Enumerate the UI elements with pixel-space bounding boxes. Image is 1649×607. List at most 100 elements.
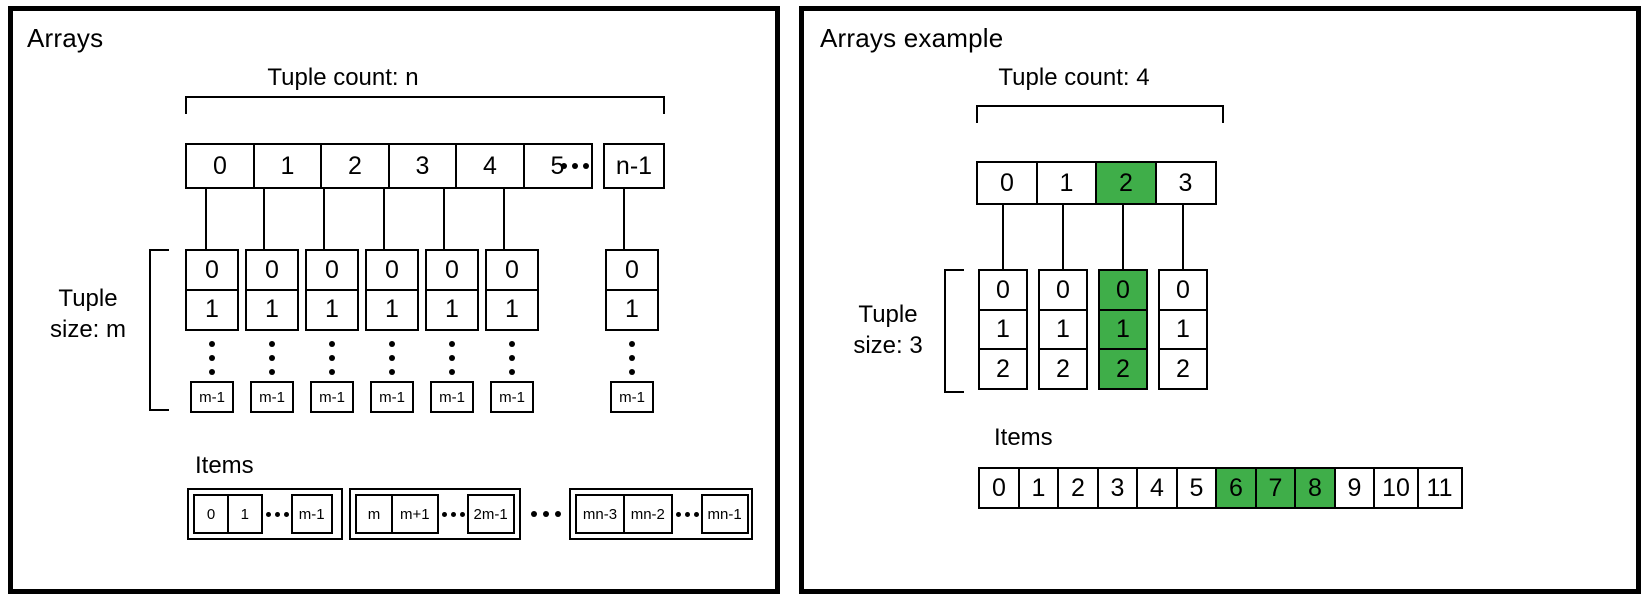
connector-line	[1182, 205, 1184, 269]
tuple-column: 0 1 2	[978, 269, 1028, 390]
tuple-column-highlighted: 0 1 2	[1098, 269, 1148, 390]
items-row-right: 0 1 2 3 4 5 6 7 8 9 10 11	[978, 467, 1463, 509]
index-cell-last: n-1	[603, 143, 665, 189]
tuple-size-label-left: Tuple size: m	[33, 283, 143, 345]
tuple-size-label-right: Tuple size: 3	[828, 299, 948, 361]
tuple-cell: 2	[1158, 348, 1208, 390]
item-cell-highlighted: 7	[1254, 467, 1297, 509]
tuple-cell: 0	[605, 249, 659, 291]
tuple-cell: 2	[1038, 348, 1088, 390]
tuple-cell-last: m-1	[430, 381, 474, 413]
tuple-cell: 1	[485, 288, 539, 331]
item-group-inner: 0 1 m-1	[193, 494, 333, 534]
tuple-cell: 0	[245, 249, 299, 291]
index-cell: 4	[455, 143, 525, 189]
tuple-cell-last: m-1	[610, 381, 654, 413]
tuple-column: 0 1 2	[1038, 269, 1088, 390]
item-cell: 0	[193, 494, 229, 534]
tuple-cell-last: m-1	[310, 381, 354, 413]
tuple-cell-last: m-1	[250, 381, 294, 413]
tuple-cell: 0	[1158, 269, 1208, 311]
tuple-column: 0 1	[365, 249, 419, 331]
connector-line	[323, 189, 325, 249]
tuple-cell: 1	[1158, 308, 1208, 351]
index-cell: 1	[1035, 161, 1098, 205]
tuple-column: 0 1	[485, 249, 539, 331]
tuple-column-last: 0 1	[605, 249, 659, 331]
tuple-cell: 2	[978, 348, 1028, 390]
tuple-cell-last: m-1	[190, 381, 234, 413]
tuple-column-ellipsis-icon	[269, 341, 275, 375]
tuple-count-bracket-left	[185, 96, 665, 114]
item-cell-last: 2m-1	[466, 494, 515, 534]
item-cell: 4	[1136, 467, 1178, 509]
item-cell: 0	[978, 467, 1020, 509]
tuple-cell: 1	[305, 288, 359, 331]
tuple-cell: 1	[185, 288, 239, 331]
item-cell: m+1	[390, 494, 439, 534]
tuple-size-label-line2: size: 3	[853, 332, 923, 360]
panel-title-arrays: Arrays	[27, 23, 104, 53]
item-group-inner: mn-3 mn-2 mn-1	[575, 494, 749, 534]
item-cell: 3	[1096, 467, 1139, 509]
connector-line	[1002, 205, 1004, 269]
item-group-inner: m m+1 2m-1	[355, 494, 515, 534]
tuple-count-bracket-right	[976, 105, 1224, 123]
tuple-size-bracket-right	[944, 269, 964, 393]
tuple-cell: 0	[185, 249, 239, 291]
tuple-column-ellipsis-icon	[209, 341, 215, 375]
tuple-cell: 1	[978, 308, 1028, 351]
item-cell-last: m-1	[290, 494, 333, 534]
tuple-cell: 1	[605, 288, 659, 331]
tuple-cell: 0	[305, 249, 359, 291]
item-cell: 1	[1017, 467, 1060, 509]
arrays-example-panel: Arrays example Tuple count: 4 0 1 2 3 Tu…	[799, 6, 1641, 594]
item-cell: 5	[1175, 467, 1218, 509]
item-group: m m+1 2m-1	[349, 488, 521, 540]
item-group-ellipsis-icon	[673, 511, 703, 517]
index-cell-highlighted: 2	[1095, 161, 1157, 205]
tuple-cell-highlighted: 1	[1098, 308, 1148, 351]
tuple-size-label-line2: size: m	[49, 316, 126, 344]
item-cell-last: mn-1	[700, 494, 749, 534]
items-label-left: Items	[195, 452, 254, 479]
tuple-column-ellipsis-icon	[449, 341, 455, 375]
tuple-cell: 0	[425, 249, 479, 291]
index-row-right: 0 1 2 3	[976, 161, 1217, 205]
tuple-cell: 0	[365, 249, 419, 291]
index-cell: 3	[1154, 161, 1217, 205]
tuple-column: 0 1	[425, 249, 479, 331]
item-cell: mn-2	[622, 494, 673, 534]
tuple-cell-last: m-1	[370, 381, 414, 413]
index-row-left: 0 1 2 3 4 5	[185, 143, 593, 189]
item-group-ellipsis-icon	[439, 511, 469, 517]
tuple-size-label-line1: Tuple	[858, 301, 918, 328]
item-group-ellipsis-icon	[263, 511, 293, 517]
index-row-ellipsis-icon	[561, 163, 589, 169]
connector-line	[503, 189, 505, 249]
tuple-column-ellipsis-icon	[629, 341, 635, 375]
item-cell-highlighted: 6	[1215, 467, 1257, 509]
tuple-column-ellipsis-icon	[509, 341, 515, 375]
tuple-cell: 1	[425, 288, 479, 331]
tuple-column: 0 1	[305, 249, 359, 331]
tuple-cell: 1	[365, 288, 419, 331]
connector-line	[623, 189, 625, 249]
index-cell: 0	[185, 143, 255, 189]
item-cell-highlighted: 8	[1294, 467, 1336, 509]
tuple-cell: 1	[245, 288, 299, 331]
index-cell: 0	[976, 161, 1038, 205]
item-cell: 10	[1373, 467, 1419, 509]
connector-line	[443, 189, 445, 249]
item-cell: 11	[1416, 467, 1463, 509]
index-cell: 5	[522, 143, 593, 189]
tuple-count-label-right: Tuple count: 4	[998, 64, 1150, 91]
item-cell: 1	[226, 494, 263, 534]
tuple-cell: 0	[978, 269, 1028, 311]
tuple-column-ellipsis-icon	[329, 341, 335, 375]
tuple-cell-highlighted: 0	[1098, 269, 1148, 311]
index-cell: 3	[387, 143, 458, 189]
connector-line	[383, 189, 385, 249]
arrays-panel: Arrays Tuple count: n 0 1 2 3 4 5 n-1	[8, 6, 780, 594]
